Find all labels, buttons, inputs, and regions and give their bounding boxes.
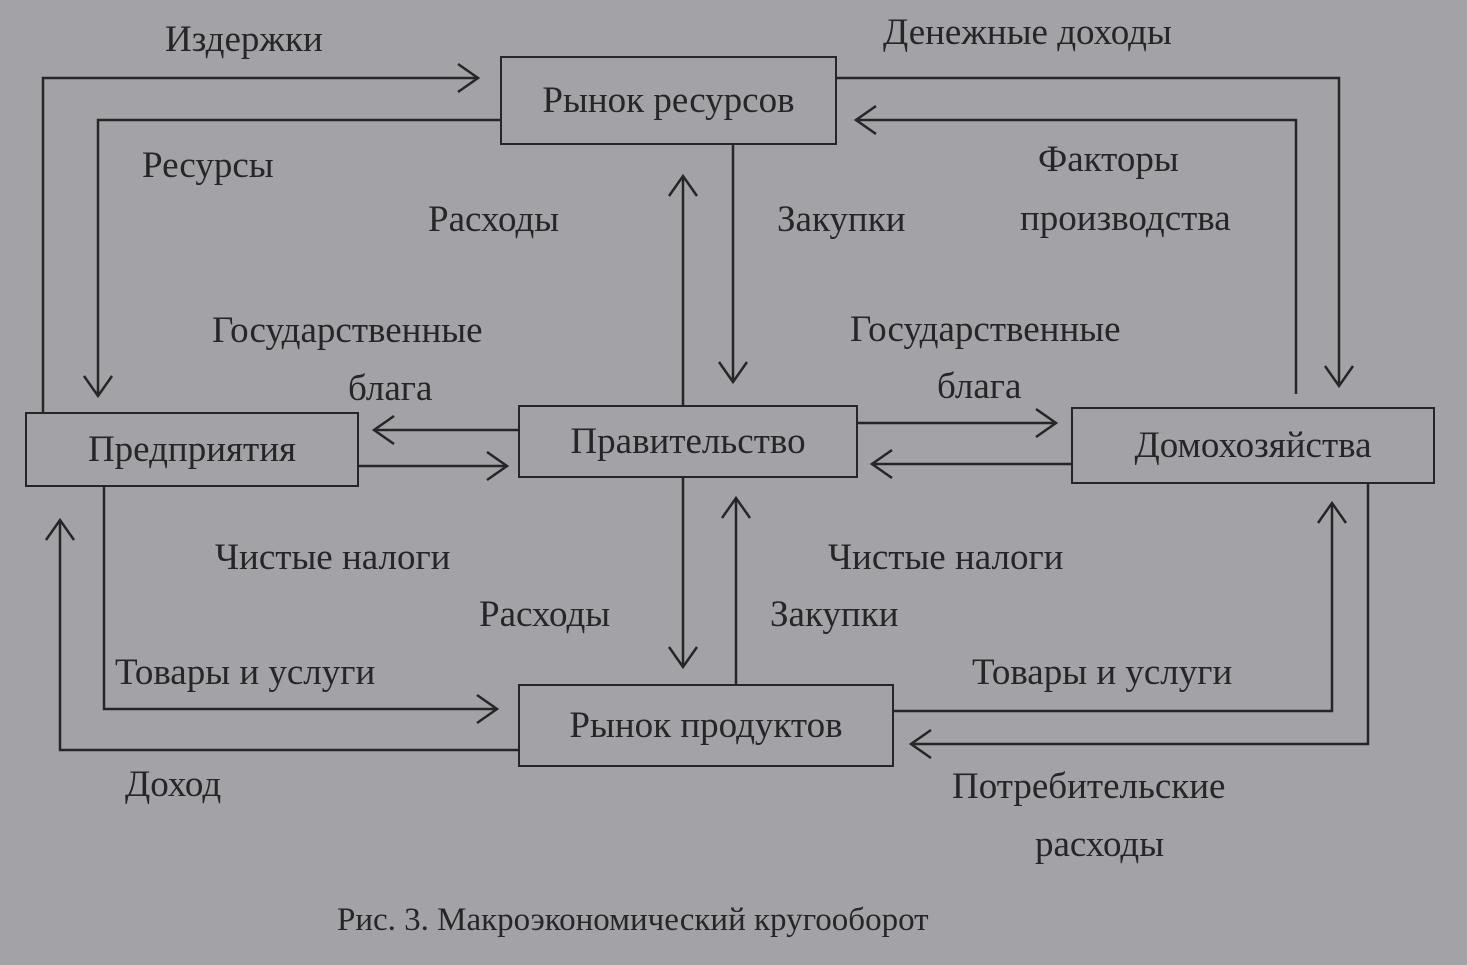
arrow-consumer-spending [911, 484, 1370, 746]
label-consumer-spending-line2: расходы [1035, 824, 1165, 865]
arrow-income [58, 520, 518, 752]
node-government: Правительство [518, 405, 858, 478]
node-firms: Предприятия [25, 412, 359, 487]
label-income: Доход [125, 764, 222, 805]
arrowhead-taxes-right [869, 448, 893, 480]
arrow-money-income [836, 76, 1341, 386]
arrowhead-costs [457, 62, 481, 94]
label-factors-line1: Факторы [1038, 139, 1179, 180]
label-costs: Издержки [165, 19, 323, 60]
arrowhead-goods-right [1316, 500, 1348, 524]
node-households: Домохозяйства [1071, 407, 1435, 484]
label-expenses-top: Расходы [428, 199, 560, 240]
label-purchases-bottom: Закупки [770, 594, 899, 635]
arrow-factors [856, 118, 1298, 394]
arrowhead-taxes-left [486, 450, 510, 482]
label-consumer-spending-line1: Потребительские [952, 766, 1226, 807]
arrowhead-public-goods-left [371, 414, 395, 446]
arrowhead-public-goods-right [1035, 407, 1059, 439]
label-goods-services-right: Товары и услуги [972, 652, 1233, 693]
label-money-income: Денежные доходы [883, 12, 1172, 53]
arrowhead-goods-left [476, 693, 500, 725]
arrowhead-purchases-top [717, 361, 749, 385]
label-net-taxes-left: Чистые налоги [215, 537, 451, 578]
arrow-goods-right [893, 503, 1334, 713]
arrowhead-factors [853, 104, 877, 136]
node-resource-market: Рынок ресурсов [500, 56, 837, 145]
label-resources: Ресурсы [142, 145, 274, 186]
label-public-goods-left-line2: блага [348, 368, 433, 409]
arrow-costs [41, 76, 478, 412]
arrowhead-income [44, 517, 76, 541]
label-net-taxes-right: Чистые налоги [828, 537, 1064, 578]
label-public-goods-left-line1: Государственные [212, 310, 483, 351]
arrowhead-resources [82, 375, 114, 399]
arrowhead-expenses-bottom [667, 646, 699, 670]
node-product-market: Рынок продуктов [518, 684, 894, 767]
arrowhead-expenses-top [667, 173, 699, 197]
figure-caption: Рис. 3. Макроэкономический кругооборот [337, 902, 929, 938]
label-public-goods-right-line1: Государственные [850, 309, 1121, 350]
arrowhead-money-income [1323, 365, 1355, 389]
label-public-goods-right-line2: блага [937, 366, 1022, 407]
label-factors-line2: производства [1020, 198, 1231, 239]
label-goods-services-left: Товары и услуги [115, 652, 376, 693]
arrow-resources [96, 118, 502, 396]
label-expenses-bottom: Расходы [479, 594, 611, 635]
label-purchases-top: Закупки [777, 199, 906, 240]
arrowhead-consumer-spending [908, 728, 932, 760]
arrowhead-purchases-bottom [720, 495, 752, 519]
arrow-goods-left [102, 486, 497, 711]
